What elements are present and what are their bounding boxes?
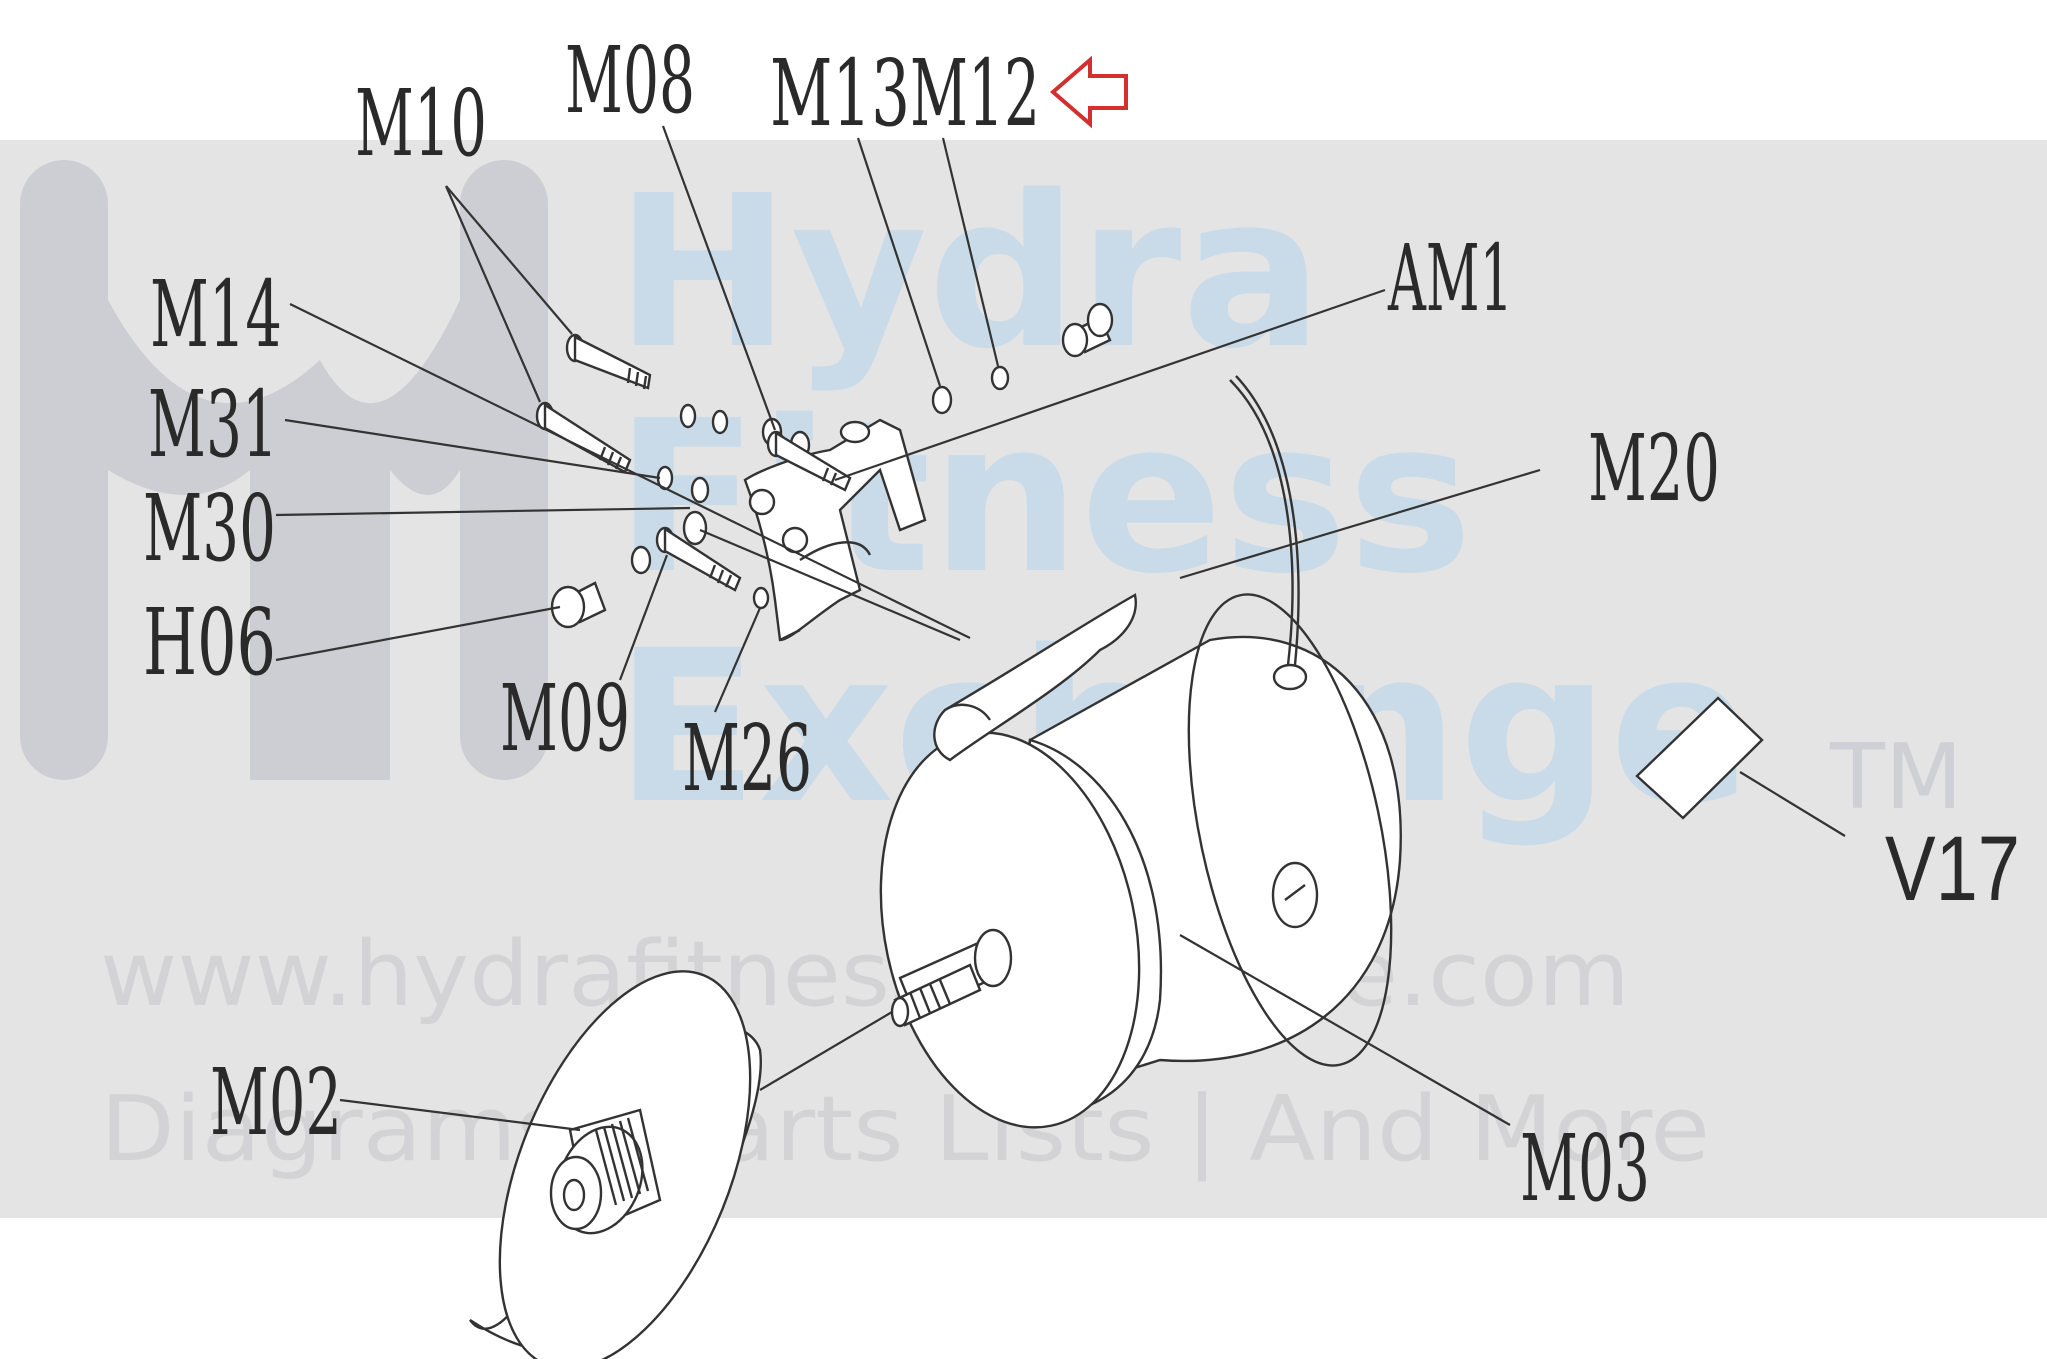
washers-mid (656, 465, 710, 546)
watermark-logo-icon (20, 160, 548, 780)
leader-lines (275, 125, 1846, 1132)
callout-v17: V17 (1885, 818, 2020, 920)
washer-m30 (630, 545, 652, 575)
callout-m13: M13 (770, 40, 910, 147)
bracket-part (743, 418, 927, 642)
felt-pad-part (933, 593, 1137, 762)
callout-h06: H06 (143, 589, 276, 696)
motor-part (759, 375, 1402, 1129)
callout-m08: M08 (565, 27, 695, 134)
callout-m09: M09 (500, 665, 630, 772)
label-sticker-part (1635, 696, 1764, 820)
cap-nut-right (1061, 302, 1114, 358)
callout-m03: M03 (1520, 1115, 1650, 1222)
washer-m26 (752, 586, 770, 610)
watermark-brand-line-1: Hydra (615, 150, 1323, 395)
callout-m02: M02 (210, 1049, 342, 1156)
bolt-m10-upper (565, 333, 652, 390)
washers-upper (679, 403, 811, 460)
watermark-trademark: TM (1829, 725, 1963, 830)
callout-m12: M12 (910, 40, 1040, 147)
watermark-brand-line-2: Fitness (615, 375, 1473, 620)
callout-am1: AM1 (1387, 225, 1513, 332)
bolt-m09 (655, 526, 742, 592)
watermark-url: www.hydrafitnessexchange.com (100, 922, 1630, 1027)
callout-m10: M10 (355, 70, 487, 177)
callout-m26: M26 (682, 705, 812, 812)
left-arrow-icon (1049, 55, 1128, 129)
callout-m20: M20 (1588, 415, 1720, 522)
cap-nut-h06 (550, 581, 607, 629)
callout-m31: M31 (148, 371, 278, 478)
pulley-part (469, 970, 762, 1359)
callout-m30: M30 (143, 475, 276, 582)
callout-m14: M14 (150, 261, 282, 368)
bolt-m08 (766, 430, 852, 492)
watermark-tagline: Diagrams | Parts Lists | And More (100, 1077, 1710, 1182)
washers-right (931, 365, 1010, 415)
